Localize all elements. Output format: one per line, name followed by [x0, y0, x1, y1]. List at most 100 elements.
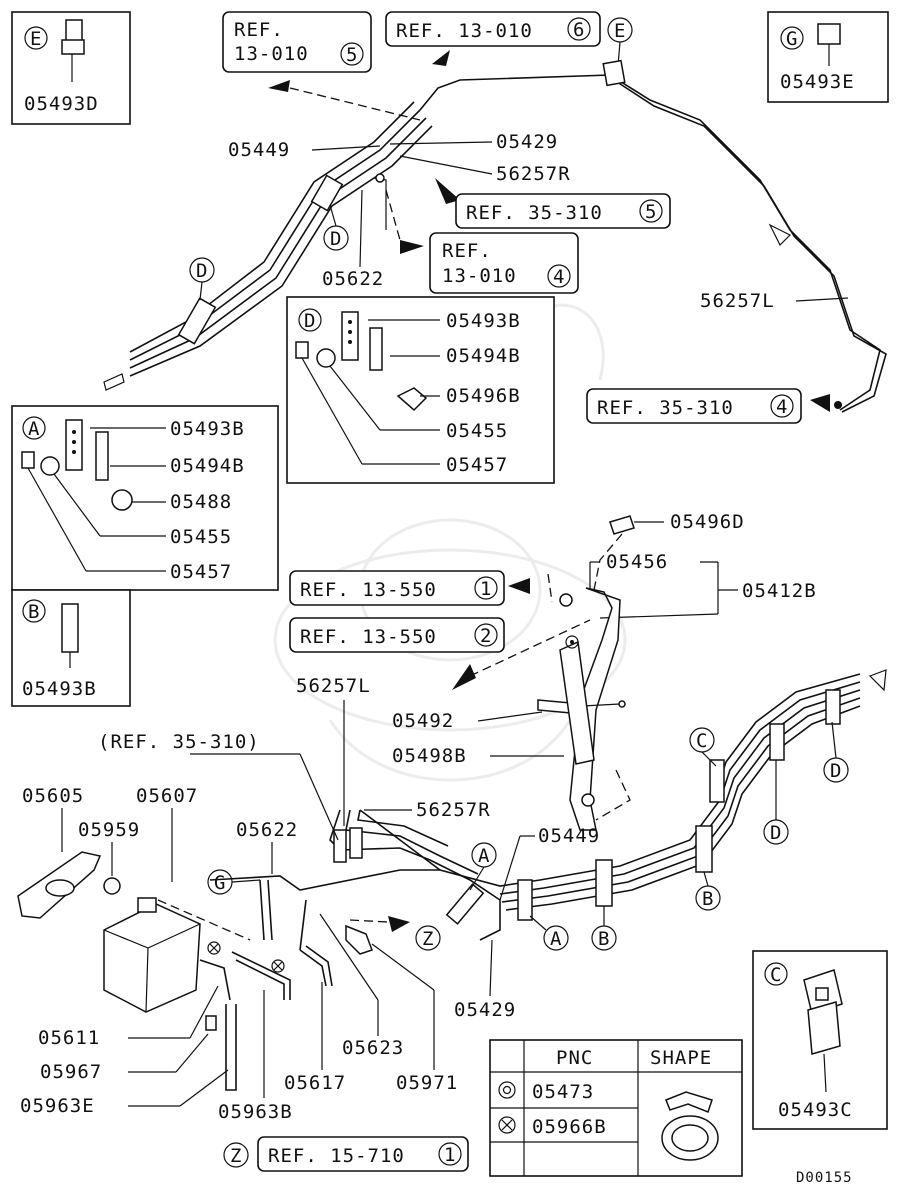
- diagram-id: D00155: [796, 1170, 853, 1186]
- label-56257r-top: 56257R: [496, 163, 571, 185]
- svg-text:D: D: [304, 310, 316, 332]
- view-b-box: B 05493B: [11, 589, 131, 707]
- ref-13-550-1: REF. 13-550 1: [289, 570, 505, 606]
- svg-text:05494B: 05494B: [446, 345, 521, 367]
- ref-35-310-4: REF. 35-310 4: [586, 388, 802, 424]
- svg-text:05959: 05959: [78, 819, 140, 841]
- view-e-part: 05493D: [24, 93, 99, 115]
- svg-text:Z: Z: [230, 1145, 242, 1167]
- upper-fuel-lines: [129, 59, 887, 413]
- svg-text:4: 4: [553, 266, 565, 288]
- svg-text:(REF. 35-310): (REF. 35-310): [98, 731, 260, 753]
- svg-text:REF. 35-310: REF. 35-310: [466, 202, 603, 224]
- svg-text:05492: 05492: [392, 710, 454, 732]
- svg-text:B: B: [28, 601, 40, 623]
- upper-labels: 05449 05429 56257R D 05622 D 56257L: [189, 131, 849, 312]
- svg-text:05963B: 05963B: [218, 1101, 293, 1123]
- view-e-box: E 05493D: [11, 11, 131, 125]
- svg-text:05449: 05449: [538, 825, 600, 847]
- label-05429-top: 05429: [496, 131, 558, 153]
- svg-text:A: A: [28, 418, 40, 440]
- svg-text:B: B: [598, 928, 610, 950]
- svg-text:05455: 05455: [446, 420, 508, 442]
- svg-text:05617: 05617: [284, 1072, 346, 1094]
- svg-text:05457: 05457: [446, 454, 508, 476]
- view-d-box: D 05493B 05494B 05496B 05455 05457: [286, 296, 555, 484]
- svg-text:05963E: 05963E: [20, 1095, 95, 1117]
- svg-text:REF. 35-310: REF. 35-310: [597, 397, 734, 419]
- svg-text:05429: 05429: [454, 999, 516, 1021]
- pnc-shape-table: PNC SHAPE 05473 05966B: [489, 1039, 743, 1177]
- svg-text:G: G: [214, 872, 226, 894]
- view-g-part: 05493E: [780, 71, 855, 93]
- ref-13-010-5: REF. 13-010 5: [222, 11, 372, 73]
- svg-text:56257R: 56257R: [416, 799, 491, 821]
- svg-text:05967: 05967: [40, 1061, 102, 1083]
- canister-assembly: 05605 05607 05959 05611 05967 05963E 059…: [17, 785, 458, 1123]
- svg-text:REF.: REF.: [234, 19, 284, 41]
- svg-text:05496B: 05496B: [446, 385, 521, 407]
- svg-text:1: 1: [480, 578, 492, 600]
- svg-text:REF. 13-550: REF. 13-550: [300, 626, 437, 648]
- clip-05493e-icon: [817, 23, 841, 66]
- svg-text:C: C: [770, 964, 782, 986]
- svg-text:Z: Z: [422, 928, 434, 950]
- label-05622-top: 05622: [322, 268, 384, 290]
- svg-text:05493B: 05493B: [22, 678, 97, 700]
- svg-text:5: 5: [645, 201, 657, 223]
- svg-text:05455: 05455: [170, 526, 232, 548]
- svg-text:56257L: 56257L: [296, 675, 371, 697]
- svg-text:05623: 05623: [342, 1037, 404, 1059]
- svg-text:D: D: [770, 822, 782, 844]
- svg-text:5: 5: [346, 44, 358, 66]
- svg-text:05607: 05607: [136, 785, 198, 807]
- lower-callouts: C D D B B A A G Z 05449 05429 56257L (RE…: [98, 675, 849, 1021]
- svg-text:4: 4: [776, 396, 788, 418]
- svg-text:A: A: [550, 928, 562, 950]
- svg-text:05457: 05457: [170, 561, 232, 583]
- svg-text:05498B: 05498B: [392, 745, 467, 767]
- svg-text:05488: 05488: [170, 491, 232, 513]
- svg-text:D: D: [196, 260, 208, 282]
- svg-text:05611: 05611: [38, 1027, 100, 1049]
- clip-05493d-icon: [61, 19, 85, 82]
- ref-15-710-1: Z REF. 15-710 1: [223, 1136, 469, 1172]
- svg-text:05412B: 05412B: [742, 580, 817, 602]
- ref-13-010-6: REF. 13-010 6: [385, 11, 601, 47]
- svg-text:6: 6: [573, 19, 585, 41]
- svg-text:PNC: PNC: [556, 1047, 593, 1069]
- label-05449-top: 05449: [228, 139, 290, 161]
- svg-text:D: D: [330, 228, 342, 250]
- svg-text:13-010: 13-010: [442, 265, 517, 287]
- svg-text:REF. 13-550: REF. 13-550: [300, 579, 437, 601]
- svg-text:1: 1: [444, 1144, 456, 1166]
- view-e-letter: E: [30, 28, 42, 50]
- svg-text:2: 2: [480, 625, 492, 647]
- svg-text:A: A: [478, 845, 490, 867]
- svg-text:05622: 05622: [236, 819, 298, 841]
- svg-text:C: C: [696, 730, 708, 752]
- svg-text:REF. 13-010: REF. 13-010: [396, 20, 533, 42]
- svg-text:REF. 15-710: REF. 15-710: [268, 1145, 405, 1167]
- label-56257l-top: 56257L: [700, 290, 775, 312]
- view-g-letter: G: [786, 28, 798, 50]
- svg-text:05493B: 05493B: [446, 310, 521, 332]
- svg-text:D: D: [830, 760, 842, 782]
- callout-e: E: [607, 17, 633, 67]
- view-c-box: C 05493C: [752, 950, 888, 1130]
- svg-text:05971: 05971: [396, 1072, 458, 1094]
- svg-text:05605: 05605: [22, 785, 84, 807]
- svg-text:05494B: 05494B: [170, 455, 245, 477]
- view-g-box: G 05493E: [767, 11, 889, 103]
- svg-text:05456: 05456: [606, 551, 668, 573]
- svg-text:05966B: 05966B: [532, 1116, 607, 1138]
- view-a-box: A 05493B 05494B 05488 05455 05457: [11, 405, 279, 591]
- svg-text:B: B: [702, 888, 714, 910]
- vent-hose-assembly: 05496D 05456 05412B 05492 05498B: [392, 511, 817, 831]
- svg-text:REF.: REF.: [442, 240, 492, 262]
- ref-13-550-2: REF. 13-550 2: [289, 617, 505, 653]
- lower-fuel-lines: [209, 669, 887, 951]
- svg-text:E: E: [614, 20, 626, 42]
